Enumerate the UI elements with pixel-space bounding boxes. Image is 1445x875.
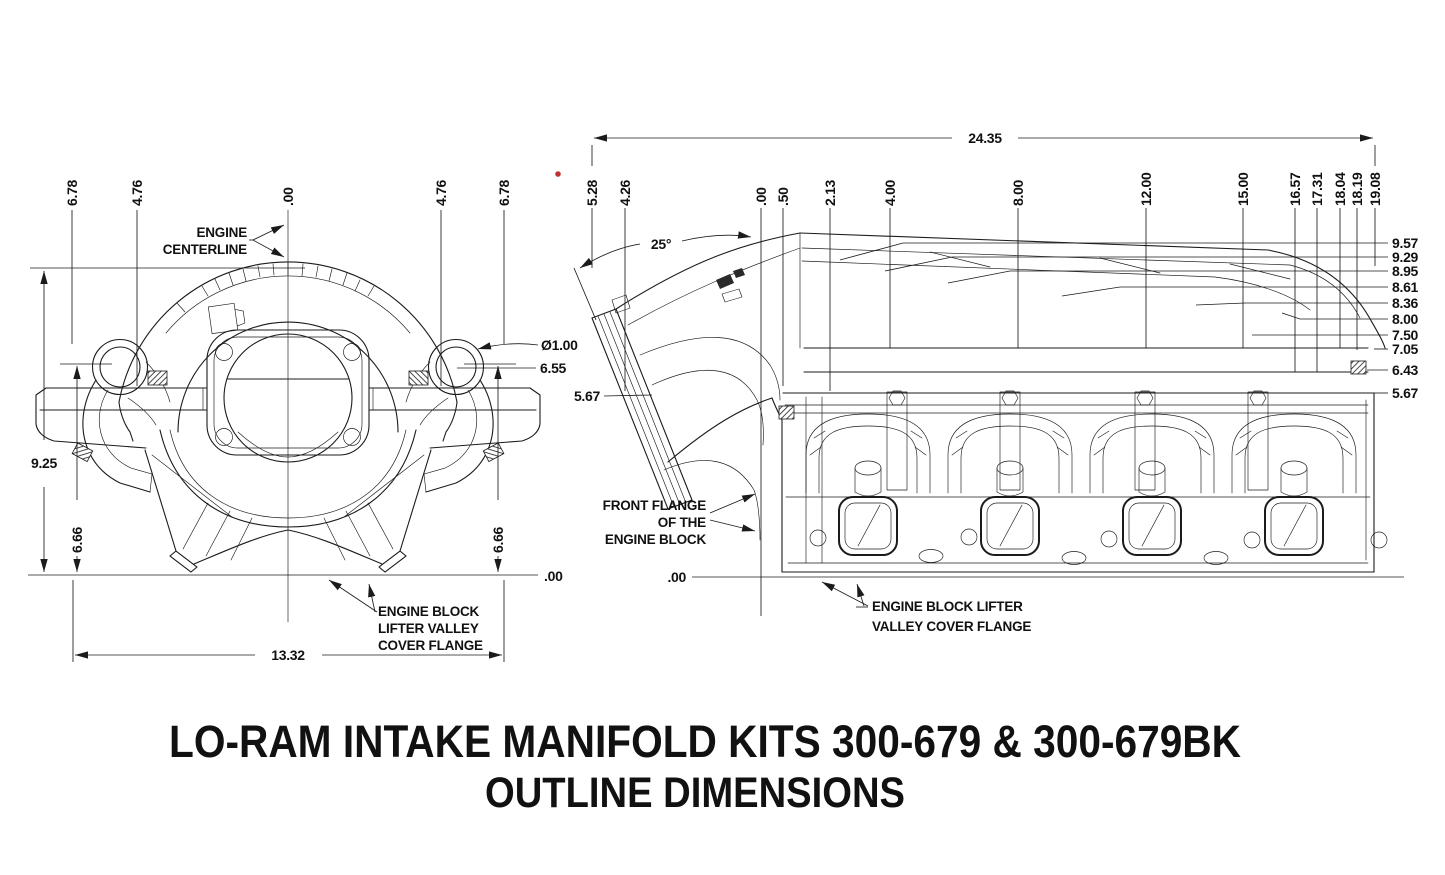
fv-dim-678-right: 6.78 bbox=[496, 179, 512, 206]
red-marker-dot bbox=[555, 171, 561, 177]
fv-baseline: .00 bbox=[28, 568, 563, 584]
sv-dim-1804: 18.04 bbox=[1332, 172, 1348, 206]
fv-dim-00-center: .00 bbox=[280, 187, 296, 206]
fv-dim-baseline-00: .00 bbox=[544, 568, 563, 584]
fv-flange-height-dims: 6.66 6.66 bbox=[60, 363, 516, 572]
sv-dim-800r: 8.00 bbox=[1392, 311, 1419, 327]
sv-dim-836: 8.36 bbox=[1392, 295, 1419, 311]
fv-dim-1332: 13.32 bbox=[271, 647, 305, 663]
fv-dim-655: 6.55 bbox=[540, 360, 567, 376]
fv-lifter-valley-line1: ENGINE BLOCK bbox=[378, 604, 480, 619]
sv-dim-1908: 19.08 bbox=[1367, 172, 1383, 206]
front-view-right-details bbox=[287, 338, 541, 573]
sv-dim-426: 4.26 bbox=[617, 179, 633, 206]
fv-hole-callouts: Ø1.00 6.55 bbox=[457, 337, 578, 376]
sv-dim-895: 8.95 bbox=[1392, 263, 1419, 279]
sv-dim-213: 2.13 bbox=[822, 179, 838, 206]
fv-dim-666-left: 6.66 bbox=[69, 526, 85, 553]
sv-dim-baseline-00: .00 bbox=[667, 569, 686, 585]
front-view-left-details bbox=[35, 338, 289, 573]
drawing-title-line1: LO-RAM INTAKE MANIFOLD KITS 300-679 & 30… bbox=[169, 716, 1241, 767]
fv-dim-hole-dia: Ø1.00 bbox=[541, 337, 578, 353]
sv-dim-705: 7.05 bbox=[1392, 341, 1419, 357]
sv-dim-25deg: 25° bbox=[651, 236, 671, 252]
front-view-top-dims: 6.78 4.76 .00 4.76 6.78 bbox=[64, 179, 512, 386]
sv-flange-height-dim: 5.67 bbox=[574, 388, 653, 404]
front-view: 6.78 4.76 .00 4.76 6.78 ENGINE CENTERLIN… bbox=[28, 179, 578, 663]
sv-dim-000: .00 bbox=[753, 187, 769, 206]
sv-right-dims: 9.57 9.29 8.95 8.61 8.36 8.00 7.50 7.05 … bbox=[839, 235, 1419, 401]
sv-dim-400: 4.00 bbox=[882, 179, 898, 206]
sv-angle-dim: 25° bbox=[573, 231, 752, 321]
sv-dim-567-left: 5.67 bbox=[574, 388, 601, 404]
sv-dim-800: 8.00 bbox=[1010, 179, 1026, 206]
sv-top-dims: 5.28 4.26 .00 .50 2.13 4.00 8.00 12.00 1… bbox=[584, 172, 1383, 616]
sv-dim-1819: 18.19 bbox=[1349, 172, 1365, 206]
sv-dim-1731: 17.31 bbox=[1309, 172, 1325, 206]
sv-dim-1200: 12.00 bbox=[1138, 172, 1154, 206]
sv-lifter-valley-callout: ENGINE BLOCK LIFTER VALLEY COVER FLANGE bbox=[821, 581, 1032, 634]
sv-dim-643: 6.43 bbox=[1392, 362, 1419, 378]
sv-baseline: .00 bbox=[667, 569, 1404, 585]
sv-dim-750: 7.50 bbox=[1392, 327, 1419, 343]
fv-dim-476-right: 4.76 bbox=[433, 179, 449, 206]
front-flange-line3: ENGINE BLOCK bbox=[605, 532, 707, 547]
fv-width-dim: 13.32 bbox=[72, 580, 505, 663]
engine-centerline-callout: ENGINE CENTERLINE bbox=[163, 224, 285, 258]
fv-lifter-valley-callout: ENGINE BLOCK LIFTER VALLEY COVER FLANGE bbox=[328, 579, 483, 653]
sv-dim-528: 5.28 bbox=[584, 179, 600, 206]
sv-dim-567r: 5.67 bbox=[1392, 385, 1419, 401]
front-flange-line2: OF THE bbox=[658, 515, 706, 530]
sv-lifter-valley-line1: ENGINE BLOCK LIFTER bbox=[872, 599, 1023, 614]
fv-lifter-valley-line3: COVER FLANGE bbox=[378, 638, 483, 653]
sv-dim-957: 9.57 bbox=[1392, 235, 1419, 251]
fv-dim-925: 9.25 bbox=[31, 455, 58, 471]
engine-centerline-line2: CENTERLINE bbox=[163, 242, 247, 257]
sv-dim-050: .50 bbox=[775, 187, 791, 206]
sv-dim-929: 9.29 bbox=[1392, 249, 1419, 265]
sv-dim-1500: 15.00 bbox=[1235, 172, 1251, 206]
sv-dim-2435: 24.35 bbox=[968, 130, 1002, 146]
engine-centerline-line1: ENGINE bbox=[196, 225, 247, 240]
sensor-boss bbox=[207, 302, 246, 334]
sv-front-flange-callout: FRONT FLANGE OF THE ENGINE BLOCK bbox=[603, 493, 756, 547]
sv-dim-861: 8.61 bbox=[1392, 279, 1419, 295]
drawing-title-line2: OUTLINE DIMENSIONS bbox=[485, 769, 905, 817]
sv-overall-dim: 24.35 bbox=[591, 130, 1376, 166]
side-view-body bbox=[591, 232, 1386, 573]
front-view-body bbox=[118, 209, 458, 623]
fv-dim-666-right: 6.66 bbox=[490, 526, 506, 553]
front-flange-line1: FRONT FLANGE bbox=[603, 498, 707, 513]
title-block: LO-RAM INTAKE MANIFOLD KITS 300-679 & 30… bbox=[169, 716, 1241, 817]
side-view: 24.35 5.28 4.26 .00 .50 2.13 4.00 8.00 bbox=[573, 130, 1419, 634]
fv-height-dim: 9.25 bbox=[30, 267, 305, 572]
side-view-runners bbox=[805, 390, 1388, 565]
fv-dim-678-left: 6.78 bbox=[64, 179, 80, 206]
fv-dim-476-left: 4.76 bbox=[129, 179, 145, 206]
fv-lifter-valley-line2: LIFTER VALLEY bbox=[378, 621, 479, 636]
sv-dim-1657: 16.57 bbox=[1287, 172, 1303, 206]
dome-rib-hatch bbox=[176, 262, 375, 313]
sv-lifter-valley-line2: VALLEY COVER FLANGE bbox=[872, 619, 1031, 634]
